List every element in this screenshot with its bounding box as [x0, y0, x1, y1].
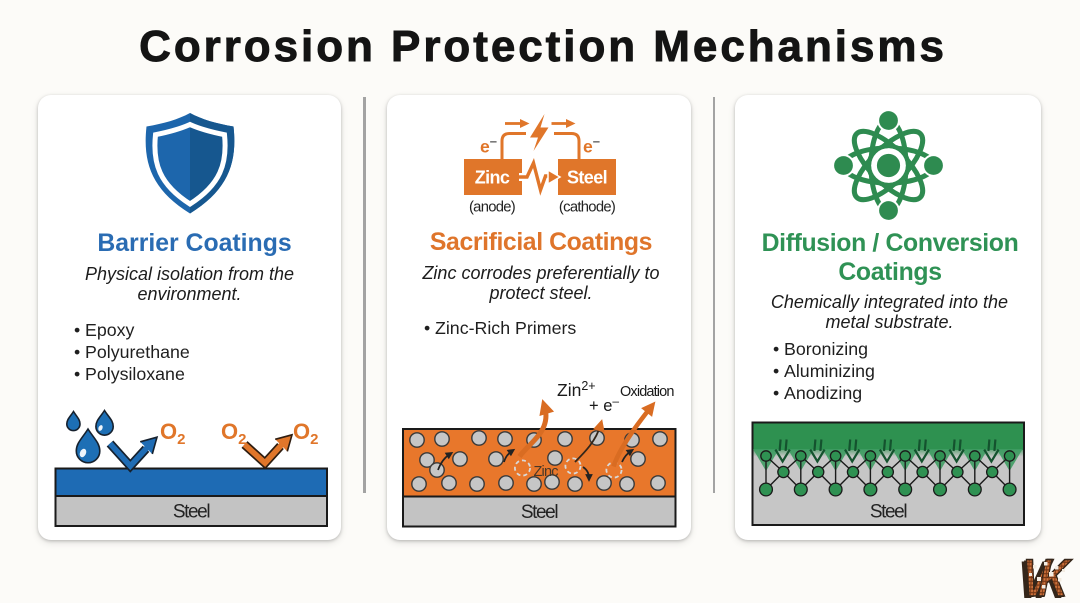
svg-text:(cathode): (cathode) [559, 200, 616, 216]
svg-text:Zinc: Zinc [534, 464, 559, 480]
svg-text:Steel: Steel [173, 502, 209, 523]
svg-text:Zinc: Zinc [475, 168, 510, 188]
svg-text:Oxidation: Oxidation [620, 384, 674, 400]
svg-text:K: K [1037, 549, 1073, 603]
svg-text:O2: O2 [221, 419, 246, 448]
svg-text:e–: e– [480, 134, 497, 157]
svg-text:e–: e– [583, 134, 600, 157]
svg-text:(anode): (anode) [469, 200, 516, 216]
svg-text:K: K [1037, 550, 1073, 603]
svg-text:+ e–: + e– [589, 394, 619, 415]
svg-text:Steel: Steel [870, 502, 906, 523]
svg-text:Steel: Steel [567, 168, 607, 188]
svg-text:O2: O2 [293, 419, 318, 448]
svg-text:O2: O2 [160, 419, 185, 448]
svg-text:Steel: Steel [521, 502, 557, 523]
